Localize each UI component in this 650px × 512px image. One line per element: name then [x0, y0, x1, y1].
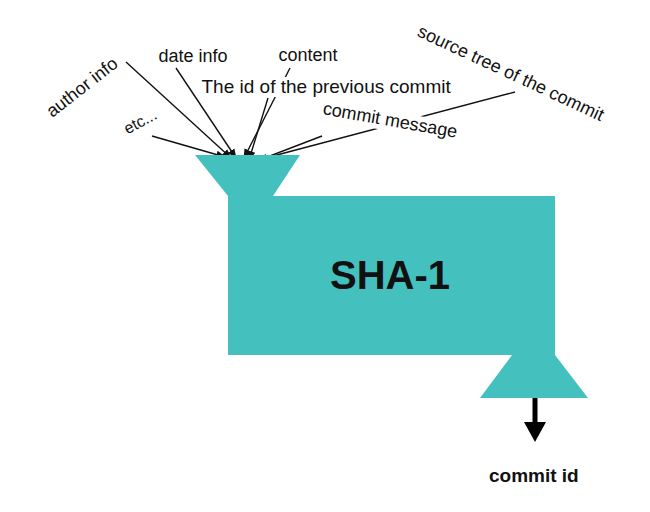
- input-label: The id of the previous commit: [200, 77, 453, 98]
- leader-line: [258, 92, 515, 160]
- input-arrows: [126, 62, 515, 162]
- machine-label: SHA-1: [330, 255, 450, 295]
- machine-outline: [195, 155, 588, 398]
- input-label: commit message: [319, 99, 460, 143]
- output-label: commit id: [487, 466, 581, 487]
- input-label: etc...: [119, 105, 161, 139]
- leader-line: [249, 98, 268, 160]
- input-label: content: [277, 46, 340, 66]
- leader-line: [152, 136, 225, 157]
- input-label: date info: [157, 47, 230, 67]
- hash-machine: SHA-1: [195, 155, 588, 398]
- input-label: author info: [41, 53, 123, 123]
- output-arrowhead: [524, 422, 546, 442]
